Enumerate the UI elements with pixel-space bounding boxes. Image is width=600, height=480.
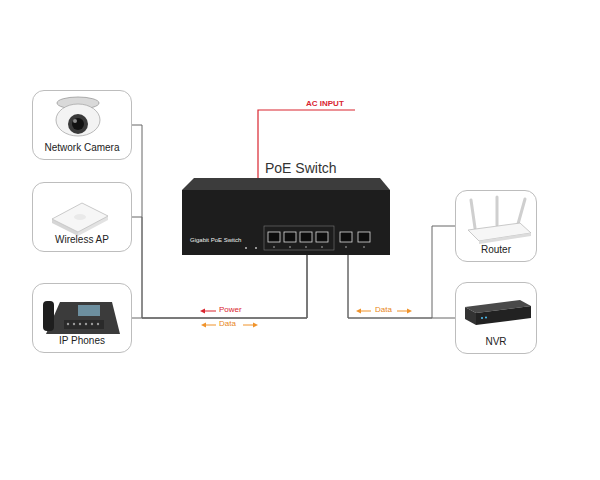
ip-phone-icon [97, 323, 99, 325]
data-arrow [205, 325, 216, 326]
ip-phone-icon [64, 320, 104, 329]
switch-body [300, 232, 312, 242]
ip-phone-icon [78, 305, 100, 316]
nvr-icon [485, 317, 487, 319]
data-arrow [360, 311, 371, 312]
switch-body [273, 246, 275, 248]
switch-body [182, 178, 390, 255]
data-arrow [407, 309, 412, 314]
cable-line [132, 125, 307, 318]
ip-phone-icon [79, 323, 81, 325]
access-point-icon [74, 214, 86, 220]
annotation-label: AC INPUT [306, 99, 344, 108]
network-switch: PoE SwitchGigabit PoE Switch [182, 190, 390, 255]
ip-phone-icon [73, 323, 75, 325]
device-box: Network Camera [32, 90, 132, 160]
switch-body [363, 246, 365, 248]
switch-body [305, 246, 307, 248]
ip-phone-icon [91, 323, 93, 325]
node-label: NVR [485, 336, 506, 348]
camera-icon [72, 118, 84, 130]
access-point-icon [52, 203, 108, 232]
switch-body [321, 246, 323, 248]
switch-body [182, 178, 390, 190]
nvr-icon [476, 306, 531, 325]
switch-body [345, 246, 347, 248]
nvr-icon [465, 307, 476, 325]
switch-body [289, 246, 291, 248]
camera-icon [56, 97, 100, 136]
data-arrow [243, 325, 254, 326]
camera-icon [68, 114, 88, 134]
switch-body [255, 247, 257, 249]
cable-line [348, 226, 455, 318]
data-arrow [253, 323, 258, 328]
annotation-label: Data [375, 305, 392, 314]
switch-body [284, 232, 296, 242]
switch-body [245, 247, 247, 249]
cable-line [132, 217, 307, 318]
power-arrow [200, 309, 216, 314]
switch-title: PoE Switch [265, 160, 337, 176]
ip-phone-icon [85, 323, 87, 325]
ip-phone-icon [46, 302, 120, 334]
switch-body [182, 190, 390, 255]
router-icon [496, 197, 499, 225]
router-icon [468, 197, 531, 244]
data-arrow [201, 323, 206, 328]
camera-icon [56, 104, 100, 136]
ip-phone-icon [43, 301, 54, 331]
nvr-icon [465, 300, 531, 325]
node-label: Wireless AP [55, 234, 109, 246]
annotation-label: Data [219, 319, 236, 328]
ip-phone-icon [43, 301, 120, 334]
node-label: Network Camera [44, 142, 119, 154]
node-label: IP Phones [59, 335, 105, 347]
ac-wire [258, 110, 355, 180]
router-icon [518, 199, 525, 224]
router-icon [471, 200, 475, 228]
ip-phone-icon [67, 323, 69, 325]
access-point-icon [52, 203, 108, 236]
device-box: Router [455, 190, 537, 262]
annotation-label: Power [219, 305, 242, 314]
device-box: Wireless AP [32, 182, 132, 252]
router-icon [479, 233, 531, 244]
cable-line [348, 255, 455, 318]
data-arrow [397, 311, 408, 312]
switch-body [358, 232, 370, 242]
nvr-icon [481, 317, 483, 319]
data-arrow [356, 309, 361, 314]
device-box: IP Phones [32, 283, 132, 353]
cable-line [132, 255, 307, 318]
switch-body [316, 232, 328, 242]
ac-wire [258, 110, 355, 180]
switch-body [268, 232, 280, 242]
camera-icon [73, 119, 77, 123]
device-box: NVR [455, 282, 537, 354]
switch-body [340, 232, 352, 242]
power-arrow [200, 309, 205, 314]
switch-body [264, 226, 334, 250]
power-arrow [204, 311, 216, 312]
device-print: Gigabit PoE Switch [190, 237, 241, 244]
node-label: Router [481, 244, 511, 256]
